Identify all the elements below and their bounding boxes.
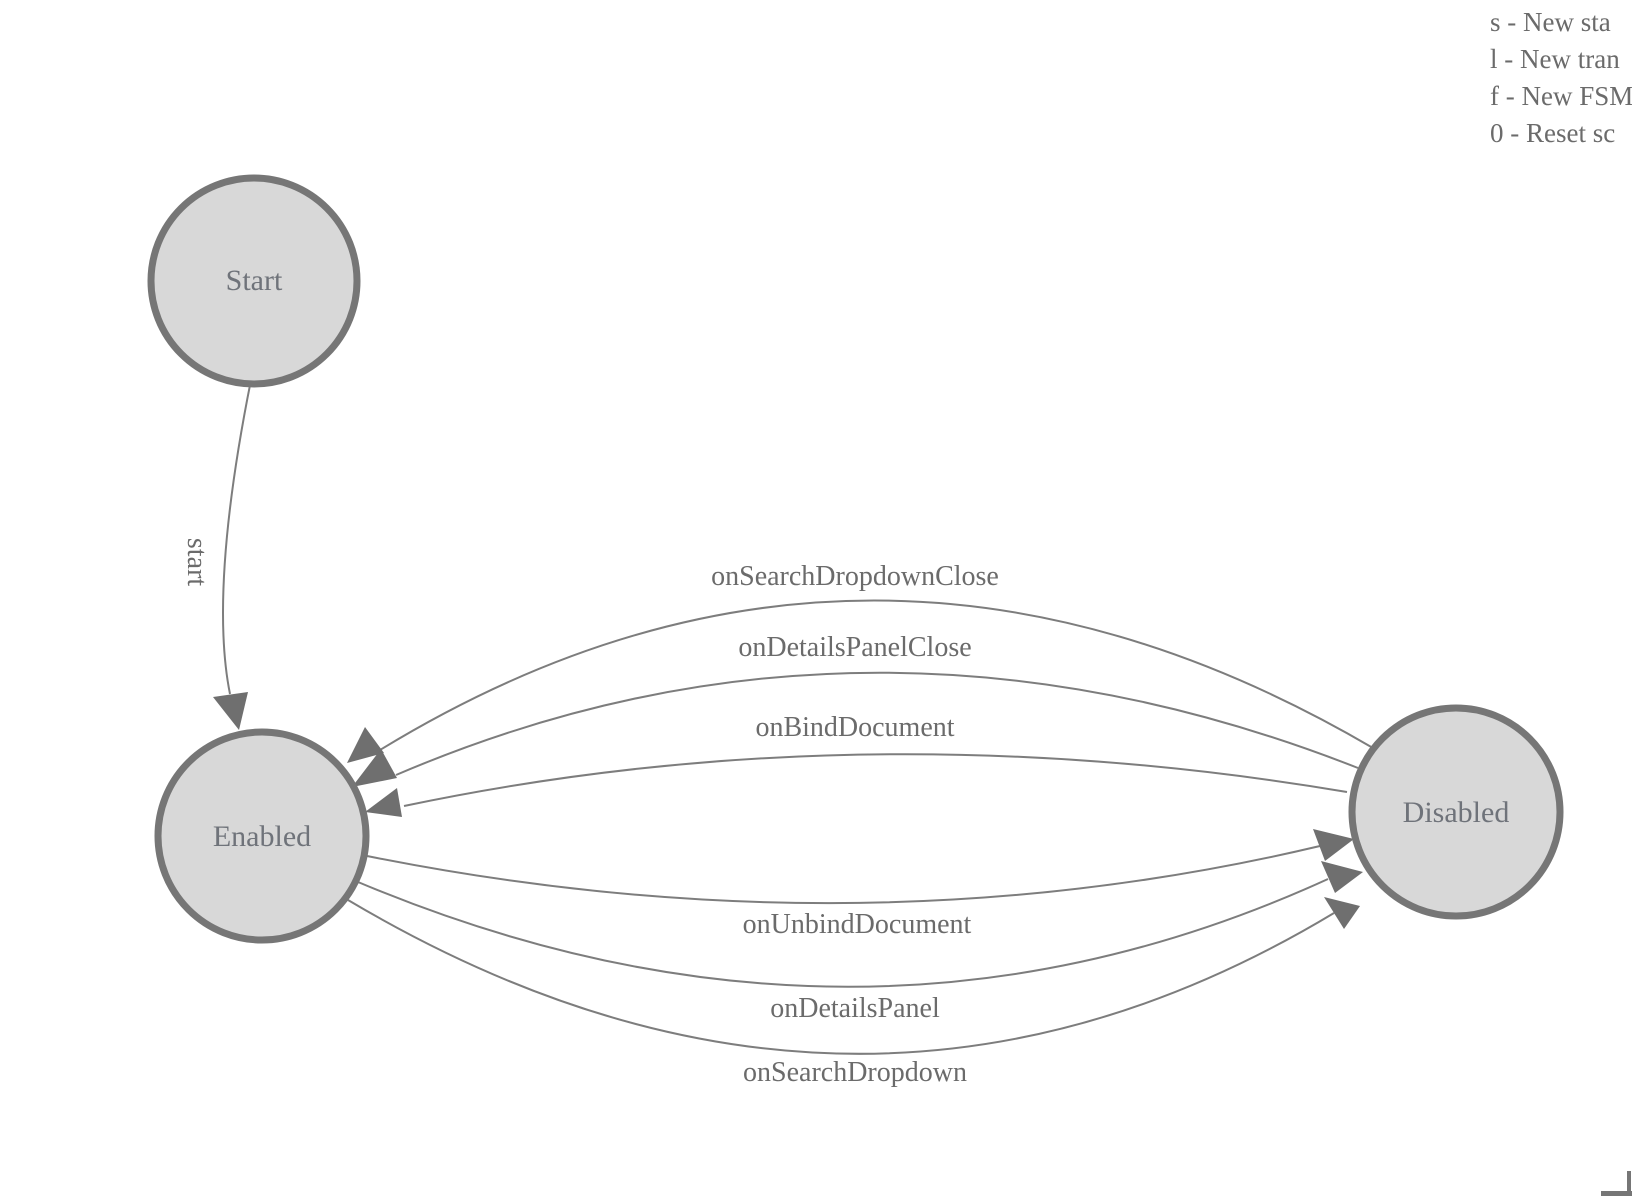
edge-onSearchDropdownClose[interactable]: onSearchDropdownClose: [347, 561, 1374, 763]
state-node-enabled[interactable]: Enabled: [154, 728, 370, 944]
arrowhead-onDetailsPanelClose: [352, 749, 397, 787]
state-label-enabled: Enabled: [213, 820, 311, 853]
legend-line-new-transition: l - New tran: [1490, 44, 1620, 74]
shortcut-legend: s - New sta l - New tran f - New FSM 0 -…: [1490, 4, 1632, 164]
state-node-start[interactable]: Start: [147, 174, 361, 388]
edge-onDetailsPanel[interactable]: onDetailsPanel: [357, 861, 1363, 1024]
edge-label-start: start: [181, 538, 212, 586]
edge-label-onDetailsPanelClose: onDetailsPanelClose: [738, 632, 971, 663]
edge-start[interactable]: start: [181, 379, 252, 730]
state-circle-disabled[interactable]: [1348, 704, 1564, 920]
edge-onBindDocument-path[interactable]: [403, 753, 1348, 807]
edge-onDetailsPanelClose-path[interactable]: [395, 671, 1359, 776]
legend-line-new-fsm: f - New FSM: [1490, 81, 1632, 111]
arrowhead-onDetailsPanel: [1321, 861, 1363, 893]
edge-label-onBindDocument: onBindDocument: [755, 712, 954, 743]
arrowhead-onUnbindDocument: [1313, 829, 1354, 861]
state-label-disabled: Disabled: [1403, 796, 1510, 829]
state-circle-enabled[interactable]: [154, 728, 370, 944]
edge-onBindDocument[interactable]: onBindDocument: [365, 712, 1348, 817]
edge-onSearchDropdownClose-path[interactable]: [379, 599, 1374, 751]
edge-onSearchDropdown-path[interactable]: [347, 899, 1335, 1055]
legend-line-reset: 0 - Reset sc: [1490, 118, 1616, 148]
arrowhead-start-to-enabled: [213, 692, 248, 730]
partial-element-corner-horizontal: [1601, 1191, 1632, 1196]
edge-label-onUnbindDocument: onUnbindDocument: [743, 909, 972, 940]
edge-label-onSearchDropdown: onSearchDropdown: [743, 1057, 967, 1088]
partial-element-corner-vertical: [1627, 1171, 1631, 1196]
arrowhead-onSearchDropdownClose: [347, 727, 384, 763]
edge-onDetailsPanelClose[interactable]: onDetailsPanelClose: [352, 632, 1359, 787]
edge-label-onDetailsPanel: onDetailsPanel: [770, 993, 940, 1024]
state-node-disabled[interactable]: Disabled: [1348, 704, 1564, 920]
edge-onUnbindDocument-path[interactable]: [366, 845, 1321, 905]
state-label-start: Start: [226, 264, 283, 297]
legend-line-new-state: s - New sta: [1490, 7, 1611, 37]
edge-onSearchDropdown[interactable]: onSearchDropdown: [347, 897, 1360, 1088]
state-circle-start[interactable]: [147, 174, 361, 388]
edge-start-path[interactable]: [222, 379, 252, 695]
edge-onDetailsPanel-path[interactable]: [357, 878, 1329, 988]
arrowhead-onSearchDropdown: [1324, 897, 1360, 929]
arrowhead-onBindDocument: [365, 788, 402, 817]
edge-onUnbindDocument[interactable]: onUnbindDocument: [366, 829, 1354, 940]
edge-label-onSearchDropdownClose: onSearchDropdownClose: [711, 561, 999, 592]
